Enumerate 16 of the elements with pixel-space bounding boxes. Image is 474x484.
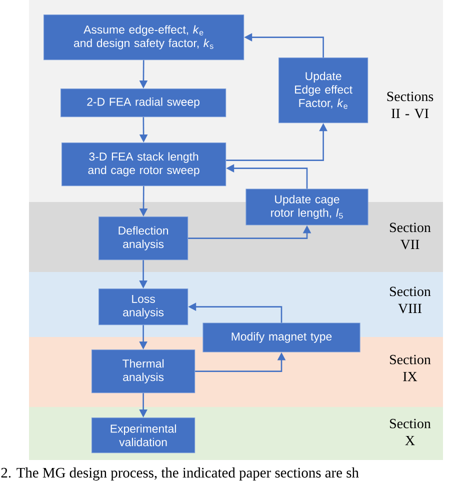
- process-box: Loss analysis: [98, 288, 188, 326]
- process-box: Assume edge-effect, k$_{e}$ and design safety factor, k$_{s}$: [44, 14, 244, 60]
- process-box: Update cage rotor length, l$_{5}$: [246, 188, 368, 226]
- process-box: 2-D FEA radial sweep: [60, 88, 226, 118]
- process-box: Experimental validation: [92, 418, 196, 454]
- process-box: Thermal analysis: [92, 350, 196, 394]
- process-box: Update Edge effect Factor, k$_{e}$: [278, 58, 368, 124]
- caption: 2. The MG design process, the indicated paper sections are sh: [1, 467, 359, 481]
- process-box: 3-D FEA stack length and cage rotor sweep: [62, 142, 226, 186]
- process-box: Deflection analysis: [98, 216, 188, 260]
- section-label: Section IX: [390, 354, 431, 382]
- section-label: Section VIII: [390, 286, 431, 314]
- section-label: Section VII: [390, 222, 431, 250]
- process-box: Modify magnet type: [202, 322, 360, 352]
- section-label: Section X: [390, 418, 431, 446]
- section-label: Sections II - VI: [387, 92, 434, 118]
